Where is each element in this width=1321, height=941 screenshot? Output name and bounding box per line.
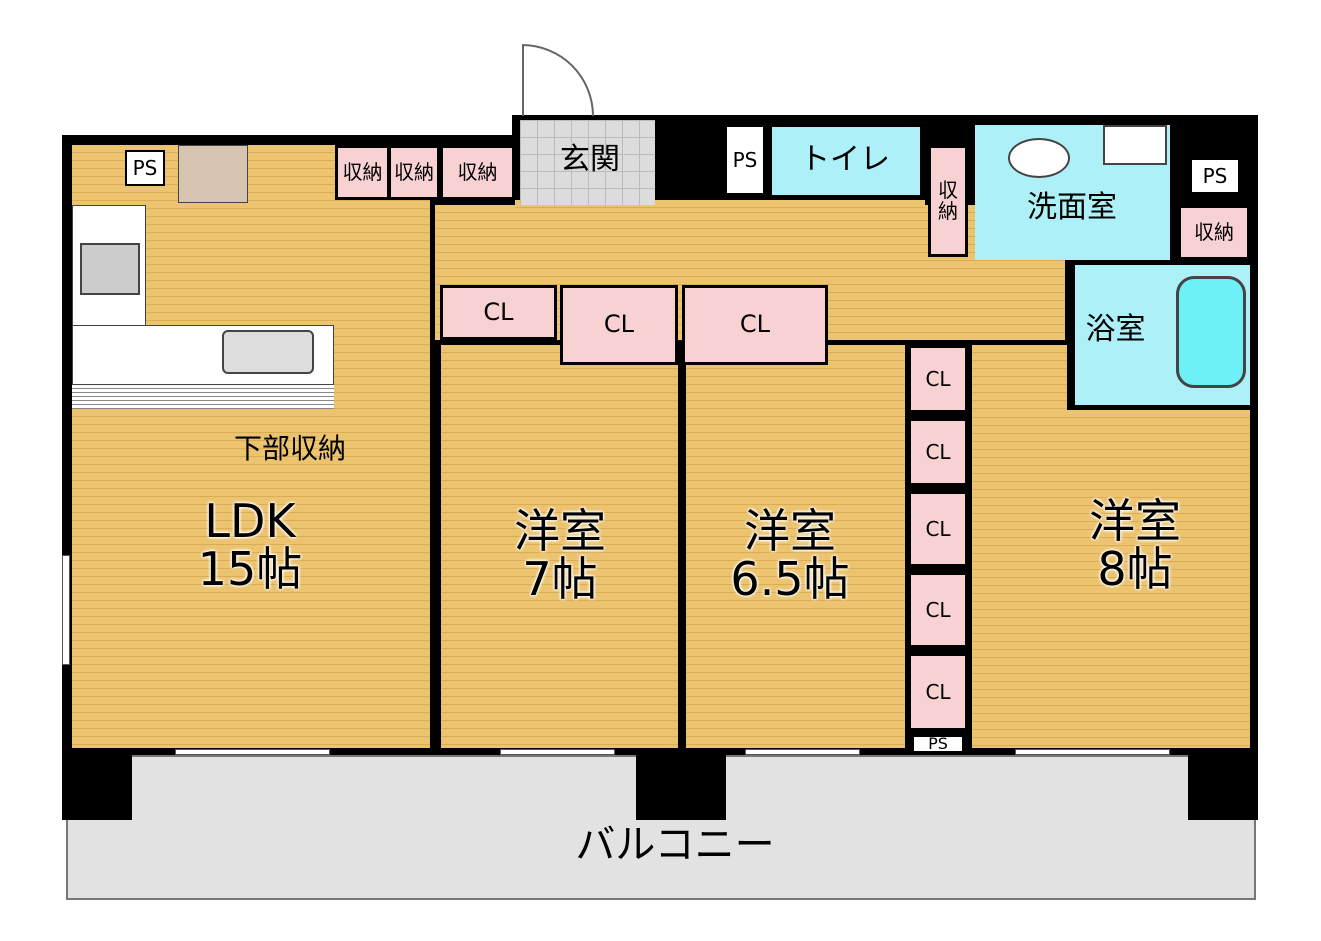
pillar-left [62, 750, 132, 820]
entrance [520, 120, 655, 205]
room-7-name: 洋室 [514, 503, 606, 558]
storage-toilet[interactable]: 収納 [928, 145, 968, 257]
closet-room7-b[interactable]: CL [560, 285, 678, 365]
closet-room8-2[interactable]: CL [908, 418, 968, 486]
room-8-name: 洋室 [1089, 493, 1181, 548]
room-7-floor [441, 345, 678, 748]
entrance-label: 玄関 [560, 142, 620, 178]
washroom-label: 洗面室 [1027, 190, 1117, 226]
room-7-size: 7帖 [522, 552, 598, 606]
room-65-floor [686, 345, 905, 748]
ldk-size: 15帖 [197, 542, 303, 596]
storage-1[interactable]: 収納 [335, 145, 390, 200]
corridor-upper [515, 200, 925, 210]
toilet-room [770, 125, 922, 197]
storage-washroom[interactable]: 収納 [1178, 205, 1250, 260]
washbasin-icon [1008, 138, 1070, 178]
room-8-entry [972, 345, 1067, 415]
stove-icon [80, 243, 140, 295]
room-7-label: 洋室 7帖 [470, 495, 650, 615]
storage-3[interactable]: 収納 [440, 145, 515, 200]
ps-ldk: PS [125, 150, 165, 186]
washer-icon [1103, 125, 1167, 165]
room-65-size: 6.5帖 [730, 552, 850, 606]
bathtub-icon [1176, 276, 1246, 388]
room-8-size: 8帖 [1097, 542, 1173, 596]
room-65-label: 洋室 6.5帖 [700, 495, 880, 615]
closet-room8-1[interactable]: CL [908, 345, 968, 413]
toilet-label: トイレ [800, 142, 890, 178]
closet-room7[interactable]: CL [440, 285, 557, 340]
storage-2[interactable]: 収納 [388, 145, 440, 200]
under-storage-label: 下部収納 [233, 432, 346, 466]
pillar-right [1188, 750, 1258, 820]
room-65-name: 洋室 [744, 503, 836, 558]
ldk-label: LDK 15帖 [150, 485, 350, 605]
closet-room8-4[interactable]: CL [908, 572, 968, 648]
balcony-label: バルコニー [575, 822, 775, 868]
ps-washroom: PS [1190, 158, 1240, 194]
closet-room8-5[interactable]: CL [908, 653, 968, 731]
window-ldk-side [62, 555, 70, 665]
under-storage [72, 385, 334, 409]
window-room65 [745, 749, 860, 755]
window-room8 [1015, 749, 1170, 755]
closet-room65[interactable]: CL [682, 285, 828, 365]
bathroom-label: 浴室 [1085, 312, 1146, 348]
fridge-space [178, 145, 248, 203]
entrance-door[interactable] [522, 44, 594, 116]
room-8-floor [972, 410, 1250, 748]
window-room7 [500, 749, 615, 755]
ldk-name: LDK [204, 493, 296, 548]
pillar-middle [636, 750, 726, 820]
closet-room8-3[interactable]: CL [908, 491, 968, 567]
ps-toilet: PS [725, 125, 765, 195]
window-ldk [175, 749, 330, 755]
ps-room8: PS [912, 735, 964, 753]
room-8-label: 洋室 8帖 [1045, 485, 1225, 605]
sink-icon [222, 330, 314, 374]
